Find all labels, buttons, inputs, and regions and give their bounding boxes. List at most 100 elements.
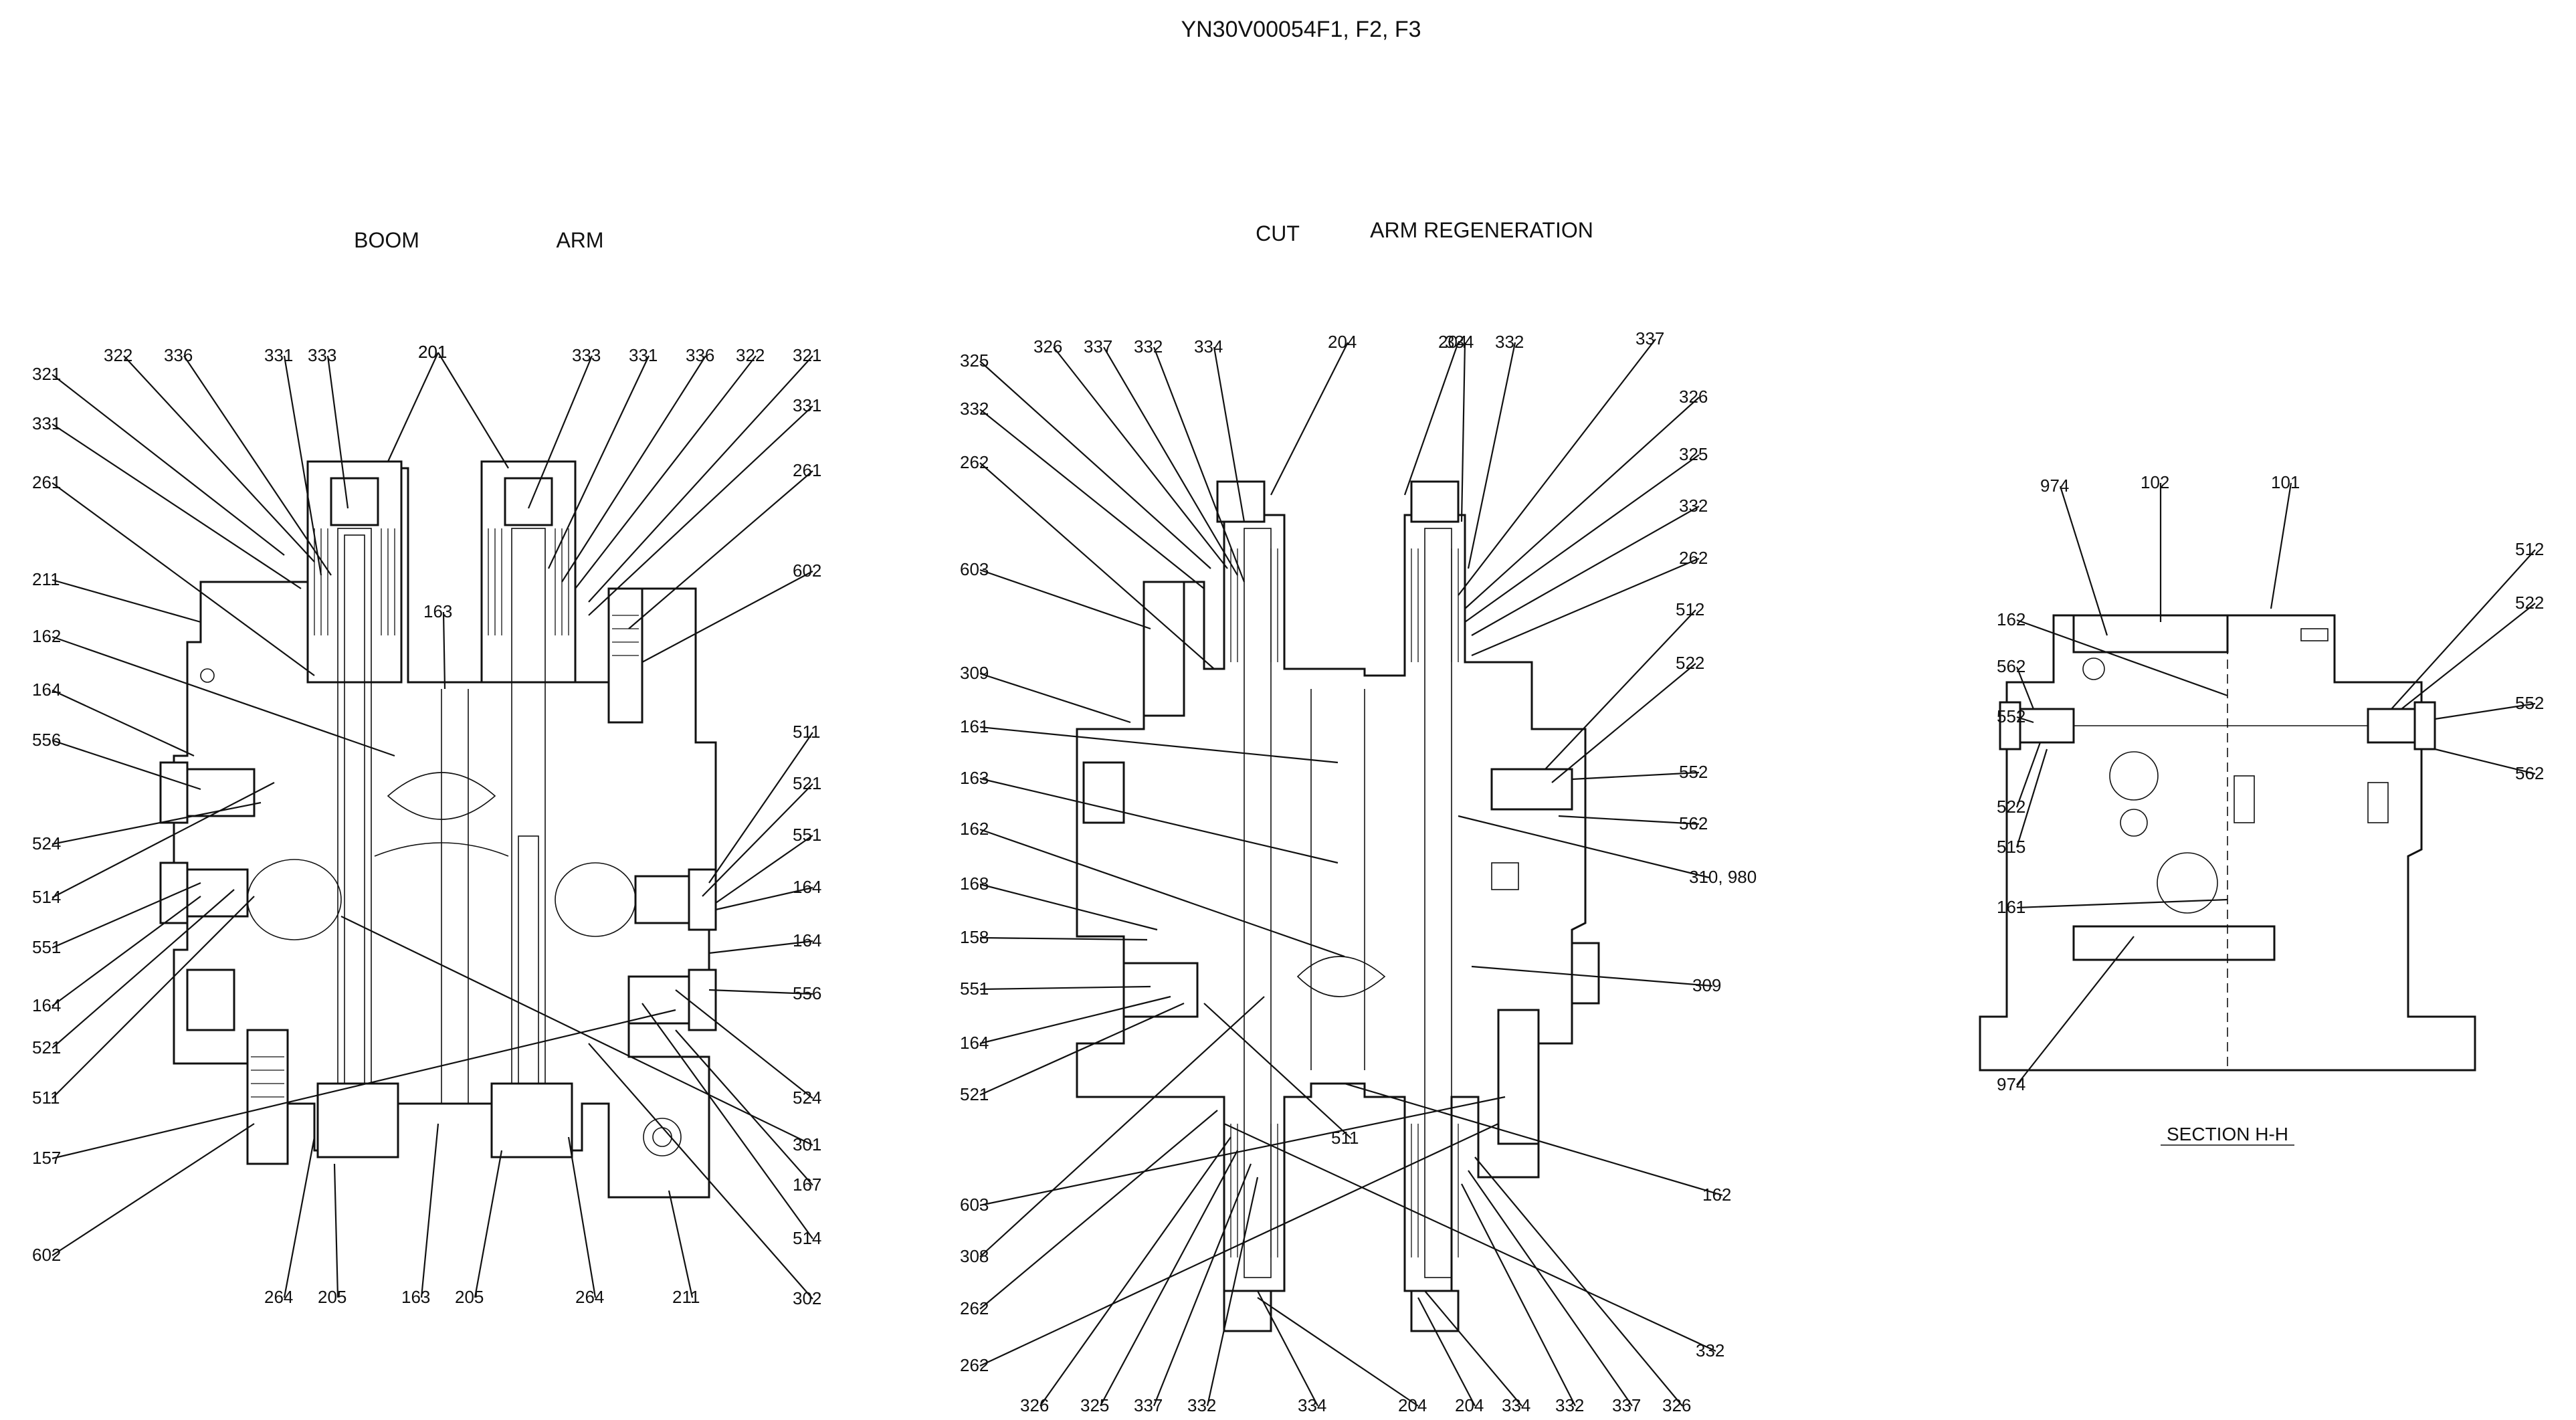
part-number-label: 162 — [960, 819, 989, 839]
part-number-label: 164 — [793, 930, 821, 950]
part-number-label: 326 — [1662, 1395, 1691, 1415]
leader-line — [979, 1123, 1499, 1366]
part-number-label: 552 — [2515, 693, 2544, 713]
part-number-label: 521 — [32, 1037, 61, 1057]
part-number-label: 514 — [793, 1228, 821, 1248]
part-number-label: 562 — [2515, 763, 2544, 783]
part-number-label: 167 — [793, 1175, 821, 1195]
part-number-label: 551 — [793, 825, 821, 845]
leader-line — [1464, 397, 1700, 609]
part-number-label: 331 — [32, 413, 61, 433]
part-number-label: 333 — [572, 345, 601, 365]
part-number-label: 331 — [264, 345, 293, 365]
leader-line — [52, 635, 395, 757]
part-number-label: 337 — [1084, 336, 1112, 357]
part-number-label: 205 — [318, 1287, 346, 1307]
part-number-label: 333 — [308, 345, 336, 365]
leader-line — [675, 1029, 813, 1186]
leader-line — [1053, 346, 1228, 569]
part-number-label: 512 — [2515, 539, 2544, 559]
leader-line — [474, 1150, 503, 1298]
part-number-label: 163 — [423, 601, 452, 621]
part-number-label: 321 — [793, 345, 821, 365]
leader-line — [979, 462, 1215, 670]
part-number-label: 204 — [1328, 332, 1357, 352]
leader-line — [675, 989, 813, 1099]
part-number-label: 511 — [1331, 1128, 1359, 1148]
leader-line — [1257, 1297, 1419, 1407]
leader-line — [52, 1123, 255, 1256]
part-number-label: 603 — [960, 559, 989, 579]
leader-line — [1424, 1290, 1522, 1407]
part-number-label: 201 — [418, 342, 447, 362]
part-number-label: 524 — [32, 833, 61, 853]
leader-line — [979, 985, 1151, 991]
part-number-label: 326 — [1020, 1395, 1049, 1415]
leader-line — [333, 1163, 339, 1298]
part-number-label: 511 — [32, 1088, 60, 1108]
part-number-label: 334 — [1298, 1395, 1326, 1415]
leader-line — [979, 409, 1205, 589]
leader-line — [641, 1003, 813, 1239]
part-number-label: 332 — [1679, 496, 1708, 516]
leader-line — [1206, 1177, 1259, 1407]
part-number-label: 164 — [960, 1033, 989, 1053]
header-arm-regeneration: ARM REGENERATION — [1370, 218, 1593, 242]
header-cut: CUT — [1256, 221, 1300, 245]
leader-line — [1545, 609, 1696, 770]
part-number-label: 511 — [793, 722, 820, 742]
leader-line — [1471, 557, 1700, 657]
part-number-label: 262 — [960, 1355, 989, 1375]
part-number-label: 515 — [1997, 837, 2025, 857]
part-number-label: 552 — [1679, 762, 1708, 782]
section-h-h-body — [1979, 614, 2476, 1072]
section-title: SECTION H-H — [2167, 1124, 2288, 1144]
leader-line — [715, 886, 813, 911]
leader-line — [702, 783, 813, 897]
part-number-label: 309 — [1692, 975, 1721, 995]
diagram-title: YN30V00054F1, F2, F3 — [1181, 17, 1421, 42]
part-number-label: 551 — [960, 979, 989, 999]
part-number-label: 974 — [2040, 476, 2069, 496]
part-number-label: 164 — [32, 995, 61, 1015]
part-number-label: 603 — [960, 1195, 989, 1215]
part-number-label: 334 — [1445, 332, 1474, 352]
leader-line — [1213, 346, 1246, 522]
part-number-label: 308 — [960, 1246, 989, 1266]
leader-line — [979, 995, 1171, 1045]
leader-line — [979, 726, 1339, 764]
part-number-label: 562 — [1997, 656, 2025, 676]
part-number-label: 168 — [960, 874, 989, 894]
leader-line — [2059, 486, 2108, 636]
leader-line — [708, 940, 813, 954]
leader-line — [575, 355, 757, 589]
leader-line — [588, 355, 813, 603]
part-number-label: 331 — [793, 395, 821, 415]
part-number-label: 158 — [960, 927, 989, 947]
leader-line — [1471, 506, 1700, 636]
part-number-label: 514 — [32, 887, 61, 907]
part-number-label: 325 — [1679, 444, 1708, 464]
part-number-label: 262 — [960, 1298, 989, 1318]
leader-line — [326, 355, 349, 509]
part-number-label: 204 — [1438, 332, 1467, 352]
part-number-label: 163 — [401, 1287, 430, 1307]
leader-line — [561, 355, 706, 583]
leader-line — [979, 361, 1211, 569]
part-number-label: 332 — [1134, 336, 1163, 357]
part-number-label: 512 — [1676, 599, 1704, 619]
leader-line — [2015, 742, 2042, 808]
leader-line — [641, 571, 813, 663]
leader-line — [52, 482, 315, 676]
header-boom: BOOM — [354, 228, 419, 252]
leader-line — [2434, 702, 2536, 720]
part-number-label: 602 — [793, 561, 821, 581]
leader-line — [52, 1009, 676, 1160]
part-number-label: 332 — [960, 399, 989, 419]
leader-line — [2016, 716, 2034, 724]
leader-line — [437, 352, 509, 469]
leader-line — [1403, 342, 1460, 496]
part-number-label: 332 — [1495, 332, 1524, 352]
